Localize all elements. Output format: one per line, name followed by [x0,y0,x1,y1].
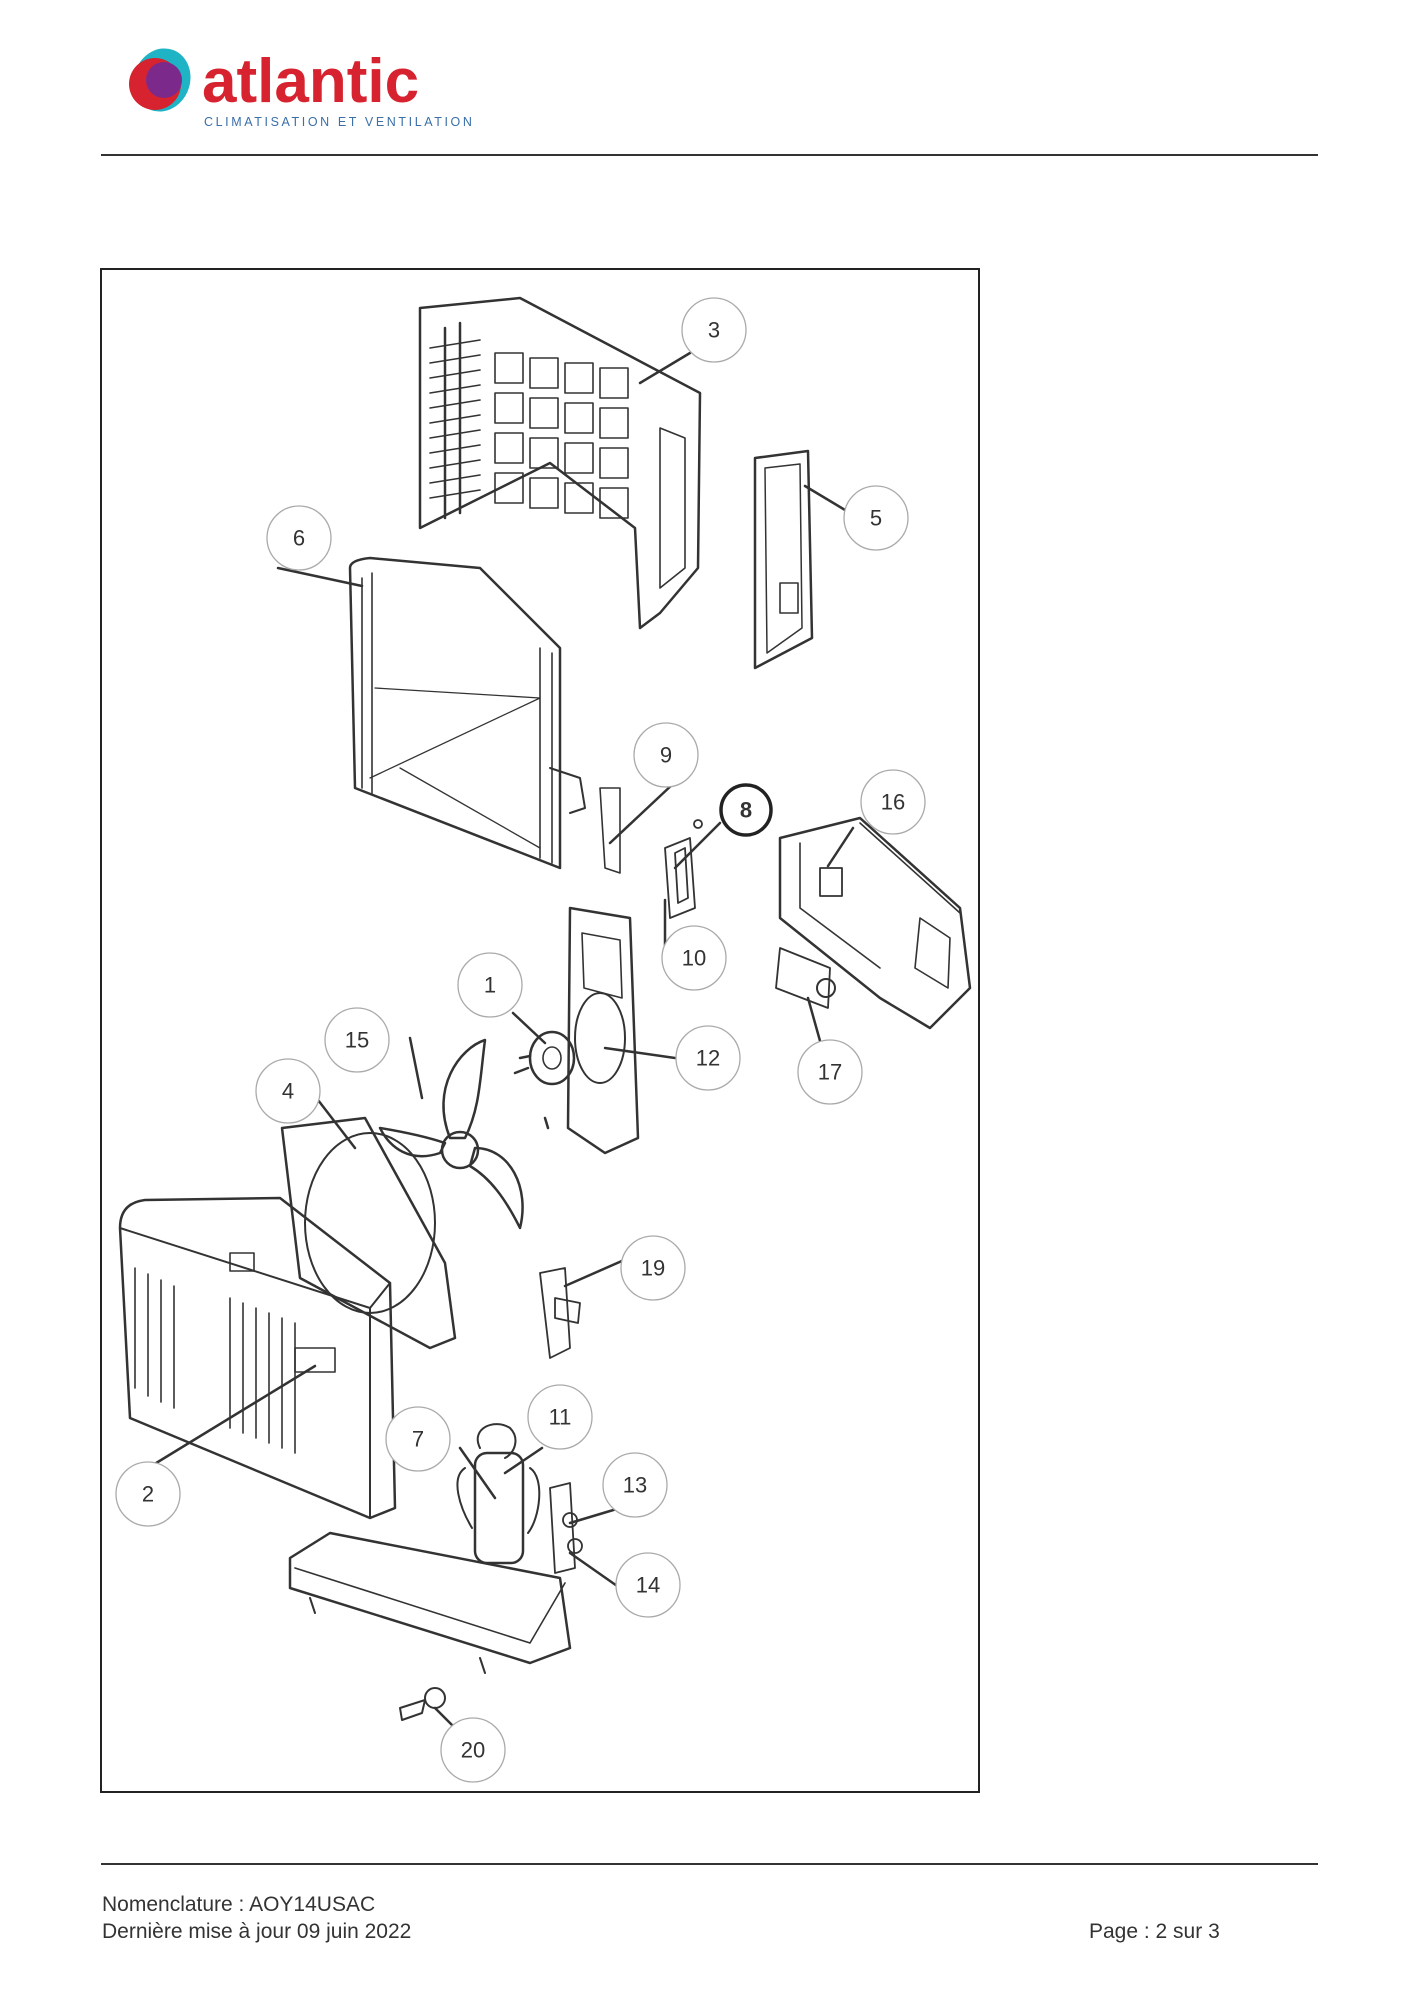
part-compressor [456,1423,541,1565]
part-condenser-coil [348,556,621,874]
part-capacitor [775,947,836,1009]
footer-page-number: Page : 2 sur 3 [1089,1920,1220,1943]
part-base-pan [288,1531,572,1674]
callout-circle-9 [633,722,699,788]
exploded-view-diagram: 1 2 3 4 5 6 7 8 9 10 11 12 13 14 15 16 1… [115,296,972,1783]
callout-circle-7 [385,1406,451,1472]
callout-circle-17 [797,1039,863,1105]
part-drain-plug [399,1687,446,1721]
callout-label: 2 [142,1482,154,1507]
part-propeller-fan [378,1038,524,1230]
part-fan-motor [513,1030,576,1130]
callout-label: 5 [870,506,882,531]
footer-rule [101,1863,1318,1865]
callout-label: 17 [818,1060,842,1085]
diagram-frame [100,268,980,1793]
callout-label: 20 [461,1738,485,1763]
callout-circle-19 [620,1235,686,1301]
callout-label: 12 [696,1046,720,1071]
part-rear-grille [418,296,702,630]
header-rule [101,154,1318,156]
callout-label: 6 [293,526,305,551]
part-front-panel [118,1196,397,1520]
callout-circle-13 [602,1452,668,1518]
atlantic-logo: atlantic CLIMATISATION ET VENTILATION [129,47,475,129]
logo-mark-icon [129,48,191,112]
part-valves [549,1482,583,1574]
callout-label: 8 [740,798,752,823]
callout-label: 4 [282,1079,294,1104]
leader-lines [146,351,855,1735]
callout-circle-4 [255,1058,321,1124]
part-motor-bracket [566,906,640,1155]
footer-nomenclature: Nomenclature : AOY14USAC [102,1893,376,1916]
callout-circle-14 [615,1552,681,1618]
callout-label: 7 [412,1427,424,1452]
callout-circle-8 [719,783,773,837]
callout-label: 13 [623,1473,647,1498]
callout-label: 15 [345,1028,369,1053]
callout-label: 10 [682,946,706,971]
callout-circle-15 [324,1007,390,1073]
brand-tagline: CLIMATISATION ET VENTILATION [204,115,475,129]
callout-circle-6 [266,505,332,571]
callout-label: 19 [641,1256,665,1281]
part-side-panel [753,449,814,670]
part-bracket-19 [539,1267,581,1359]
footer-last-updated: Dernière mise à jour 09 juin 2022 [102,1920,412,1943]
callout-circle-20 [440,1717,506,1783]
callout-label: 14 [636,1573,660,1598]
callout-circle-11 [527,1384,593,1450]
callout-label: 9 [660,743,672,768]
callout-circle-2 [115,1461,181,1527]
callout-circle-3 [681,297,747,363]
callout-label: 11 [549,1405,572,1430]
callout-circle-5 [843,485,909,551]
part-fan-shroud [280,1116,457,1350]
callout-circle-1 [457,952,523,1018]
callout-circle-12 [675,1025,741,1091]
brand-name: atlantic [202,47,419,116]
callout-circle-10 [661,925,727,991]
callout-label: 1 [484,973,496,998]
callout-label: 16 [881,790,905,815]
callout-circle-16 [860,769,926,835]
callout-label: 3 [708,318,720,343]
part-control-box [778,816,972,1030]
part-valve-bracket [664,819,703,919]
